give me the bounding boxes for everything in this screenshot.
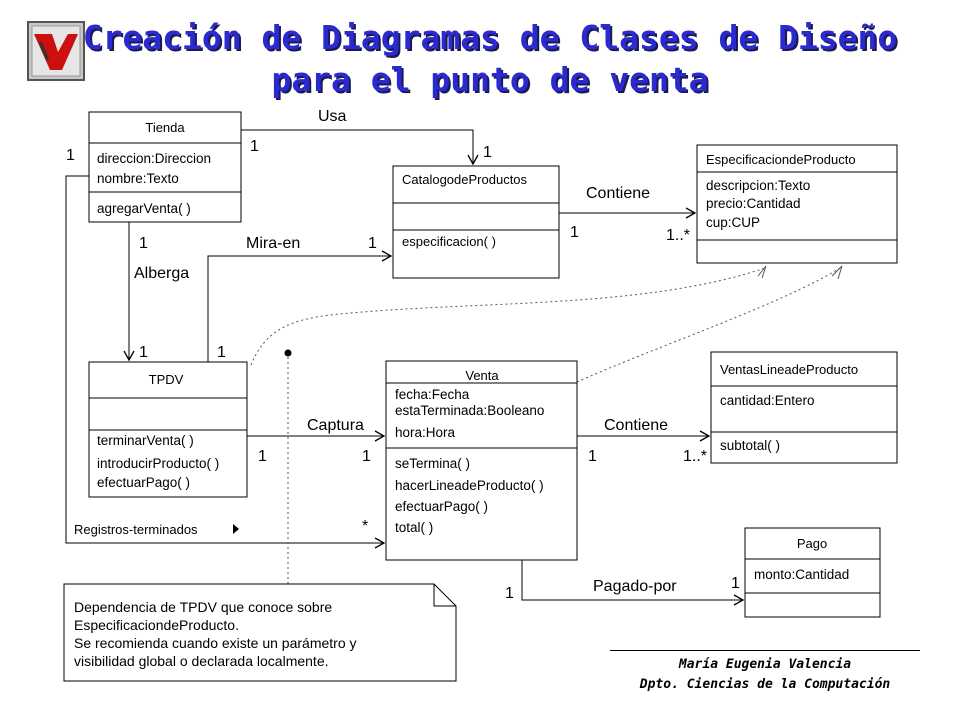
class-ventas-linea-producto: VentasLineadeProducto cantidad:Entero su…: [710, 351, 898, 464]
class-attribute: precio:Cantidad: [706, 196, 801, 211]
note-text: Dependencia de TPDV que conoce sobre Esp…: [74, 598, 444, 670]
class-operation: agregarVenta( ): [97, 201, 191, 216]
class-name: Venta: [465, 368, 499, 383]
svg-text:Mira-en: Mira-en: [246, 235, 300, 252]
svg-text:1: 1: [731, 575, 740, 592]
association-pagado-por: Pagado-por 1 1: [505, 560, 745, 606]
svg-text:1: 1: [588, 448, 597, 465]
svg-text:Pagado-por: Pagado-por: [593, 578, 677, 595]
svg-text:1: 1: [250, 138, 259, 155]
class-tpdv: TPDV terminarVenta( ) introducirProducto…: [88, 361, 248, 498]
association-captura: Captura 1 1: [247, 417, 386, 465]
class-operation: terminarVenta( ): [97, 433, 194, 448]
association-alberga: 1 Alberga 1: [123, 222, 189, 362]
class-attribute: hora:Hora: [395, 425, 456, 440]
svg-text:Contiene: Contiene: [586, 185, 650, 202]
association-registros-terminados: Registros-terminados 1 *: [65, 147, 386, 549]
dependency-lines: [250, 265, 843, 584]
class-pago: Pago monto:Cantidad: [744, 527, 881, 618]
class-attribute: fecha:Fecha: [395, 387, 470, 402]
class-name: Pago: [797, 536, 827, 551]
class-attribute: descripcion:Texto: [706, 178, 810, 193]
svg-text:1: 1: [362, 448, 371, 465]
svg-text:Registros-terminados: Registros-terminados: [74, 522, 198, 537]
class-tienda: Tienda direccion:Direccion nombre:Texto …: [88, 111, 242, 223]
svg-text:Contiene: Contiene: [604, 417, 668, 434]
svg-text:1: 1: [483, 144, 492, 161]
class-operation: especificacion( ): [402, 234, 496, 249]
svg-text:*: *: [362, 518, 368, 535]
class-operation: total( ): [395, 520, 433, 535]
page-title: Creación de Diagramas de Clases de Diseñ…: [82, 18, 898, 57]
class-name: EspecificaciondeProducto: [706, 152, 856, 167]
svg-text:Usa: Usa: [318, 108, 347, 125]
footer-author: María Eugenia Valencia: [678, 657, 852, 672]
note-box: [63, 583, 457, 682]
note-line: Se recomienda cuando existe un parámetro…: [74, 635, 357, 651]
note-line: Dependencia de TPDV que conoce sobre: [74, 599, 333, 615]
note-line: EspecificaciondeProducto.: [74, 617, 239, 633]
svg-text:1: 1: [217, 344, 226, 361]
svg-text:1..*: 1..*: [666, 227, 690, 244]
note-line: visibilidad global o declarada localment…: [74, 653, 329, 669]
class-attribute: direccion:Direccion: [97, 151, 211, 166]
association-usa: Usa 1 1: [241, 108, 492, 166]
class-operation: introducirProducto( ): [97, 456, 219, 471]
svg-text:1: 1: [139, 235, 148, 252]
class-especificacion-producto: EspecificaciondeProducto descripcion:Tex…: [696, 144, 898, 264]
svg-text:1: 1: [368, 235, 377, 252]
svg-text:1: 1: [570, 224, 579, 241]
svg-text:1..*: 1..*: [683, 448, 707, 465]
class-attribute: cup:CUP: [706, 215, 760, 230]
svg-text:1: 1: [505, 585, 514, 602]
class-operation: hacerLineadeProducto( ): [395, 478, 544, 493]
class-attribute: nombre:Texto: [97, 171, 179, 186]
svg-text:1: 1: [258, 448, 267, 465]
class-catalogo-productos: CatalogodeProductos especificacion( ): [392, 165, 560, 279]
page-subtitle: para el punto de venta: [271, 60, 709, 99]
class-operation: efectuarPago( ): [395, 499, 488, 514]
svg-text:Alberga: Alberga: [134, 265, 189, 282]
footer: María Eugenia Valencia Dpto. Ciencias de…: [610, 650, 920, 695]
class-operation: subtotal( ): [720, 438, 780, 453]
class-name: Tienda: [145, 120, 185, 135]
class-operation: efectuarPago( ): [97, 475, 190, 490]
class-name: CatalogodeProductos: [402, 172, 528, 187]
svg-text:Captura: Captura: [307, 417, 364, 434]
class-name: TPDV: [149, 372, 184, 387]
association-contiene-catalogo: Contiene 1 1..*: [559, 185, 697, 244]
class-venta: Venta fecha:Fecha estaTerminada:Booleano…: [385, 360, 578, 561]
footer-department: Dpto. Ciencias de la Computación: [639, 677, 891, 692]
svg-text:1: 1: [66, 147, 75, 164]
svg-text:1: 1: [139, 344, 148, 361]
class-operation: seTermina( ): [395, 456, 470, 471]
class-attribute: cantidad:Entero: [720, 393, 815, 408]
direction-triangle-icon: [233, 524, 239, 534]
association-mira-en: Mira-en 1 1: [207, 235, 393, 362]
class-attribute: monto:Cantidad: [754, 567, 849, 582]
class-attribute: estaTerminada:Booleano: [395, 403, 544, 418]
class-name: VentasLineadeProducto: [720, 362, 858, 377]
association-contiene-venta: Contiene 1 1..*: [577, 417, 711, 465]
logo-icon: [27, 21, 85, 81]
